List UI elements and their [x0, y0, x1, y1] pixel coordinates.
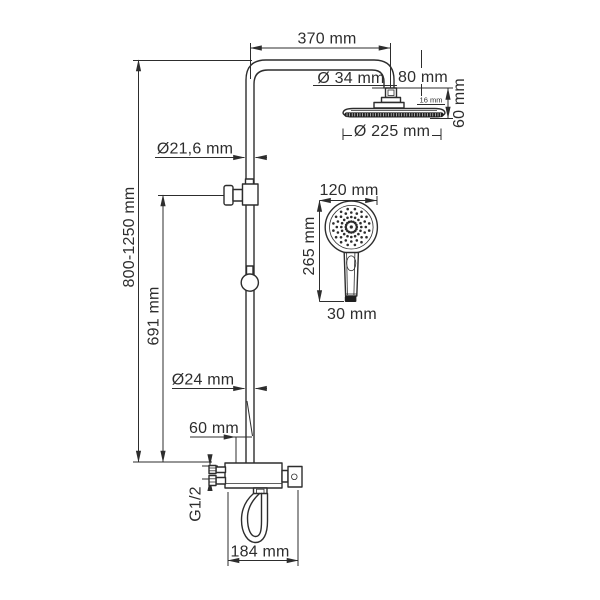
- mixer-handle: [287, 465, 303, 488]
- mode-button: [346, 255, 357, 272]
- dim-head-height: 60 mm: [451, 78, 468, 128]
- slider-bracket: [223, 178, 259, 206]
- handle-tip: [344, 296, 357, 302]
- dim-arm-length: 370 mm: [298, 31, 357, 48]
- dimensions: 370 mm 800-1250 mm 691 mm Ø21,6 mm Ø 34 …: [121, 31, 468, 566]
- dim-handshower-length: 265 mm: [301, 217, 318, 276]
- thermostatic-mixer: [208, 462, 303, 495]
- dim-mixer-width: 184 mm: [231, 544, 290, 561]
- hose-holder: [240, 265, 260, 292]
- mixer-body: [224, 462, 283, 489]
- riser-pipe-and-arm: [245, 59, 395, 464]
- dim-mixer-offset: 60 mm: [189, 420, 239, 437]
- dim-handle-width: 30 mm: [327, 306, 377, 323]
- dim-lower-pipe-diameter: Ø24 mm: [172, 372, 235, 389]
- dim-column-height: 800-1250 mm: [121, 187, 138, 288]
- hand-shower: [324, 200, 379, 302]
- dim-head-diameter: Ø 225 mm: [354, 123, 430, 140]
- dim-thread-size: G1/2: [188, 486, 205, 522]
- dim-head-offset: 80 mm: [398, 69, 448, 86]
- overhead-shower: [342, 87, 446, 118]
- dim-connector-diameter: Ø 34 mm: [317, 70, 384, 87]
- shower-hose: [240, 492, 269, 544]
- dim-upper-pipe-diameter: Ø21,6 mm: [157, 141, 233, 158]
- dim-handshower-diameter: 120 mm: [320, 182, 379, 199]
- dim-bracket-height: 691 mm: [146, 287, 163, 346]
- dim-head-hub: 16 mm: [420, 96, 443, 105]
- spray-nozzle-pattern: [332, 207, 371, 247]
